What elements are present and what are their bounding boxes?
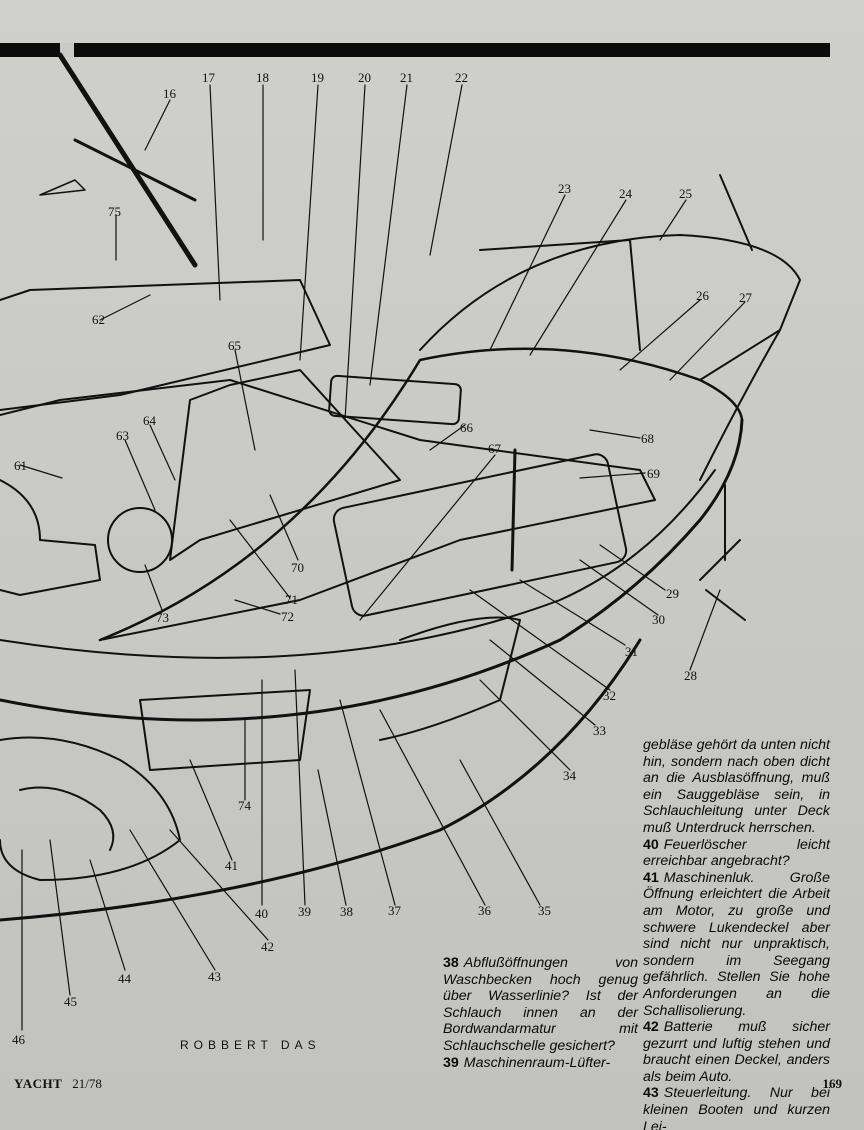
callout-26: 26 (696, 288, 710, 303)
magazine-name: YACHT (14, 1076, 63, 1091)
callout-41: 41 (225, 858, 238, 873)
item-number: 41 (643, 869, 659, 886)
item-text: Abflußöffnungen von Waschbecken hoch gen… (443, 955, 638, 1054)
callout-73: 73 (156, 610, 169, 625)
callout-32: 32 (603, 688, 616, 703)
header-rule (0, 43, 830, 57)
callout-64: 64 (143, 413, 157, 428)
item-number: 40 (643, 836, 659, 853)
item-number: 38 (443, 955, 459, 971)
footer-issue: YACHT 21/78 (14, 1076, 102, 1092)
callout-70: 70 (291, 560, 304, 575)
callout-74: 74 (238, 798, 252, 813)
callout-36: 36 (478, 903, 492, 918)
text-column-right: gebläse gehört da unten nicht hin, sonde… (643, 737, 830, 1130)
callout-45: 45 (64, 994, 77, 1009)
item-text: Maschinenraum-Lüfter- (463, 1054, 611, 1071)
callout-72: 72 (281, 609, 294, 624)
callout-24: 24 (619, 186, 633, 201)
callout-61: 61 (14, 458, 27, 473)
callout-29: 29 (666, 586, 679, 601)
callout-66: 66 (460, 420, 474, 435)
item-text: Steuerleitung. Nur bei kleinen Booten un… (643, 1085, 830, 1130)
continued-text: gebläse gehört da unten nicht hin, sonde… (643, 737, 830, 836)
callout-20: 20 (358, 70, 371, 85)
item-number: 42 (643, 1019, 659, 1036)
callout-35: 35 (538, 903, 551, 918)
item-text: Feuerlöscher leicht erreichbar angebrach… (643, 836, 830, 870)
callout-38: 38 (340, 904, 353, 919)
callout-numbers: 16 17 18 19 20 21 22 23 24 25 26 27 28 2… (12, 70, 753, 1047)
callout-40: 40 (255, 906, 268, 921)
illustrator-signature: ROBBERT DAS (180, 1038, 321, 1052)
callout-75: 75 (108, 204, 121, 219)
callout-17: 17 (202, 70, 216, 85)
page-number: 169 (822, 1076, 843, 1091)
callout-25: 25 (679, 186, 692, 201)
callout-37: 37 (388, 903, 402, 918)
callout-67: 67 (488, 441, 502, 456)
callout-43: 43 (208, 969, 221, 984)
item-text: Batterie muß sicher gezurrt und luftig s… (643, 1019, 830, 1085)
callout-22: 22 (455, 70, 468, 85)
callout-27: 27 (739, 290, 753, 305)
callout-19: 19 (311, 70, 324, 85)
callout-18: 18 (256, 70, 269, 85)
callout-16: 16 (163, 86, 177, 101)
callout-28: 28 (684, 668, 697, 683)
callout-31: 31 (625, 644, 638, 659)
callout-62: 62 (92, 312, 105, 327)
callout-23: 23 (558, 181, 571, 196)
callout-34: 34 (563, 768, 577, 783)
item-number: 43 (643, 1085, 659, 1102)
callout-30: 30 (652, 612, 665, 627)
callout-44: 44 (118, 971, 132, 986)
header-rule-gap (60, 43, 74, 57)
callout-33: 33 (593, 723, 606, 738)
callout-42: 42 (261, 939, 274, 954)
callout-71: 71 (285, 592, 298, 607)
callout-69: 69 (647, 466, 660, 481)
callout-65: 65 (228, 338, 241, 353)
callout-46: 46 (12, 1032, 26, 1047)
callout-63: 63 (116, 428, 129, 443)
issue-number: 21/78 (72, 1076, 102, 1091)
item-number: 39 (443, 1054, 459, 1071)
item-text: Maschinenluk. Große Öffnung erleichtert … (643, 869, 830, 1019)
callout-68: 68 (641, 431, 654, 446)
callout-39: 39 (298, 904, 311, 919)
callout-21: 21 (400, 70, 413, 85)
